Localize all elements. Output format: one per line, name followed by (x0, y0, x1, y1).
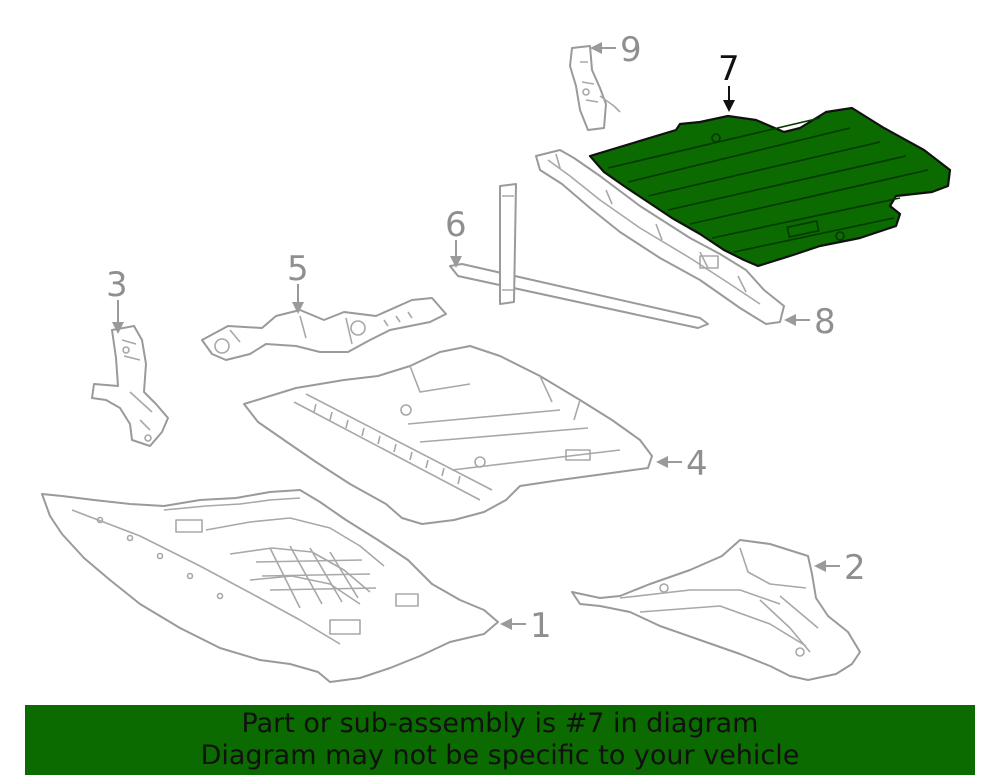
svg-text:6: 6 (445, 205, 467, 245)
part-6-brace[interactable] (449, 183, 709, 329)
callout-9: 9 (590, 30, 642, 70)
part-1-underbody-panel[interactable] (41, 489, 499, 683)
callout-5: 5 (287, 249, 309, 314)
svg-text:3: 3 (106, 265, 128, 305)
callout-2: 2 (814, 548, 866, 588)
svg-text:9: 9 (620, 30, 642, 70)
svg-text:8: 8 (814, 302, 836, 342)
svg-text:1: 1 (530, 606, 552, 646)
part-4-underbody-panel[interactable] (243, 345, 653, 525)
svg-text:2: 2 (844, 548, 866, 588)
callout-4: 4 (656, 444, 708, 484)
callout-6: 6 (445, 205, 467, 268)
callout-7-active: 7 (718, 49, 740, 112)
callout-8: 8 (784, 302, 836, 342)
banner-line-2: Diagram may not be specific to your vehi… (200, 740, 800, 771)
svg-text:5: 5 (287, 249, 309, 289)
banner-line-1: Part or sub-assembly is #7 in diagram (241, 708, 759, 739)
svg-text:7: 7 (718, 49, 740, 89)
part-3-bracket[interactable] (91, 325, 169, 447)
part-8-rail[interactable] (535, 149, 785, 325)
part-2-cover[interactable] (571, 539, 861, 681)
part-5-bracket[interactable] (201, 297, 447, 361)
part-9-bracket[interactable] (569, 45, 621, 131)
callout-1: 1 (500, 606, 552, 646)
part-7-underbody-panel-highlighted[interactable] (588, 106, 952, 268)
info-banner: Part or sub-assembly is #7 in diagram Di… (25, 705, 975, 775)
parts-diagram: 1 2 3 4 5 6 7 8 9 (41, 30, 952, 683)
svg-text:4: 4 (686, 444, 708, 484)
callout-3: 3 (106, 265, 128, 334)
